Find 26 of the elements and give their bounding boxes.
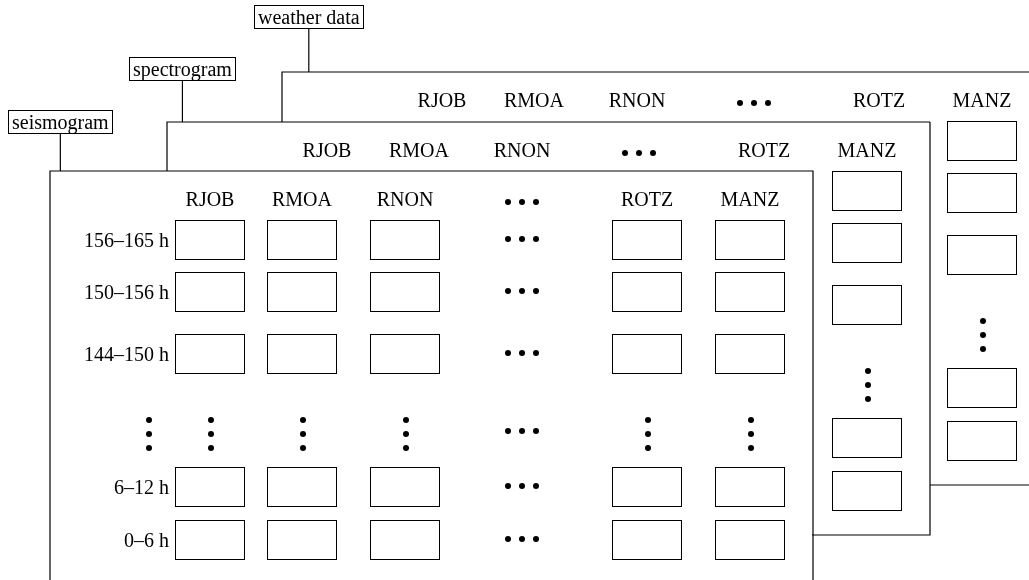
row-label: 156–165 h <box>84 229 169 251</box>
column-header: RNON <box>375 188 435 210</box>
tag-label: spectrogram <box>129 57 236 81</box>
column-header: RJOB <box>184 188 236 210</box>
column-header: MANZ <box>836 139 898 161</box>
column-header: RJOB <box>416 89 468 111</box>
column-header: RMOA <box>503 89 565 111</box>
tag-label: weather data <box>254 5 364 29</box>
column-header: MANZ <box>951 89 1013 111</box>
column-header: ROTZ <box>851 89 907 111</box>
leader-line <box>181 80 184 123</box>
column-header: RMOA <box>271 188 333 210</box>
column-header: RNON <box>607 89 667 111</box>
row-label: 0–6 h <box>124 529 169 551</box>
tag-label: seismogram <box>8 110 113 134</box>
leader-line <box>59 133 61 172</box>
row-label: 6–12 h <box>114 476 169 498</box>
column-header: RJOB <box>301 139 353 161</box>
column-header: MANZ <box>719 188 781 210</box>
column-header: RMOA <box>388 139 450 161</box>
column-header: RNON <box>492 139 552 161</box>
row-label: 144–150 h <box>84 343 169 365</box>
column-header: ROTZ <box>736 139 792 161</box>
leader-line <box>308 28 310 73</box>
column-header: ROTZ <box>619 188 675 210</box>
row-label: 150–156 h <box>84 281 169 303</box>
